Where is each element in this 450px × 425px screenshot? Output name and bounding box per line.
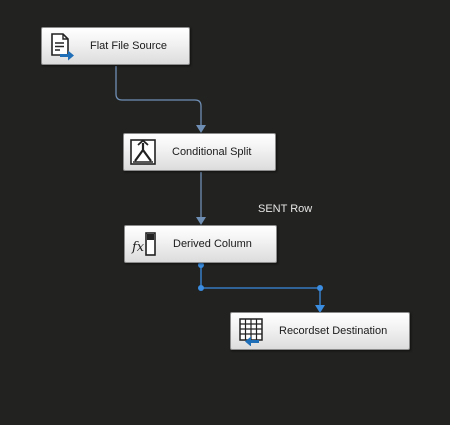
svg-text:fx: fx <box>131 240 145 255</box>
component-label: Conditional Split <box>172 146 252 158</box>
component-derived-column[interactable]: fx Derived Column <box>124 225 277 263</box>
component-recordset-destination[interactable]: Recordset Destination <box>230 312 410 350</box>
recordset-destination-icon <box>235 316 265 346</box>
path-arrowhead <box>196 125 206 133</box>
path-arrowhead <box>315 305 325 313</box>
path-label-sent-row[interactable]: SENT Row <box>258 203 313 215</box>
conditional-split-icon <box>128 137 158 167</box>
component-conditional-split[interactable]: Conditional Split <box>123 133 276 171</box>
selection-handle[interactable] <box>198 262 204 268</box>
selection-handle[interactable] <box>198 285 204 291</box>
derived-column-icon: fx <box>129 229 159 259</box>
selection-handle[interactable] <box>317 285 323 291</box>
component-label: Flat File Source <box>90 40 168 52</box>
path-derived-to-recordset[interactable] <box>200 265 321 306</box>
path-flatfile-to-split[interactable] <box>115 66 202 126</box>
component-flat-file-source[interactable]: Flat File Source <box>41 27 190 65</box>
flat-file-source-icon <box>46 31 76 61</box>
path-arrowhead <box>196 217 206 225</box>
component-label: Recordset Destination <box>279 325 388 337</box>
component-label: Derived Column <box>173 238 252 250</box>
